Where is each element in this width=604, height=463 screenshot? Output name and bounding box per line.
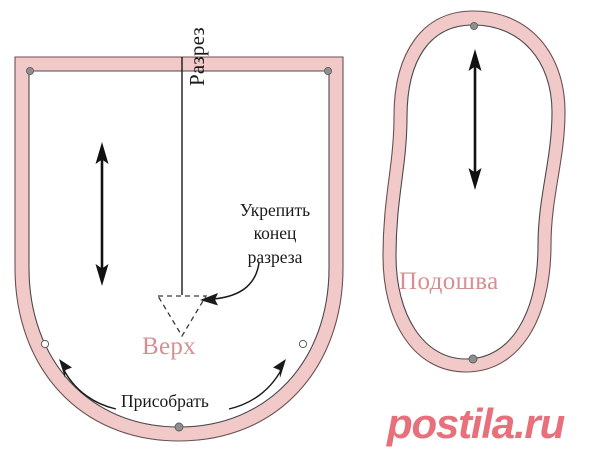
annotation-label-prisobrat: Присобрать <box>121 391 209 411</box>
verh-gather-right-curved-arrow-icon <box>228 359 286 410</box>
verh-gather-left-curved-arrow-icon <box>59 359 117 410</box>
annotation-ukrepit-line-3: разреза <box>247 246 303 267</box>
verh-notch-bottom-center-dot <box>174 422 184 432</box>
piece-label-podoshva: Подошва <box>399 268 499 295</box>
verh-grainline-double-headed-arrow-icon <box>95 142 109 286</box>
verh-notch-top-right-dot <box>323 67 332 76</box>
piece-verh <box>14 56 344 442</box>
verh-outer-contour <box>14 56 344 442</box>
annotation-ukrepit-line-1: Укрепить <box>239 200 311 220</box>
podoshva-notch-top-center-dot <box>469 21 478 30</box>
verh-notch-side-left-circle <box>40 339 50 349</box>
piece-podoshva <box>382 10 566 373</box>
verh-reinforce-dashed-triangle-icon <box>156 295 208 338</box>
verh-pointer-curved-arrow-icon <box>200 262 260 306</box>
annotation-ukrepit-line-2: конец <box>253 223 297 244</box>
annotation-label-razrez: Разрез <box>185 27 209 86</box>
verh-notch-side-right-circle <box>298 339 308 349</box>
podoshva-notch-bottom-center-dot <box>468 354 478 364</box>
podoshva-inner-contour <box>395 24 553 360</box>
verh-notch-top-left-dot <box>25 67 34 76</box>
watermark-postila: postila.ru <box>387 400 565 447</box>
piece-label-verh: Верх <box>142 333 196 360</box>
annotation-label-ukrepit-konec-razreza: Укрепить конец разреза <box>228 199 322 269</box>
podoshva-outer-contour <box>382 10 566 373</box>
podoshva-grainline-double-headed-arrow-icon <box>468 49 482 190</box>
